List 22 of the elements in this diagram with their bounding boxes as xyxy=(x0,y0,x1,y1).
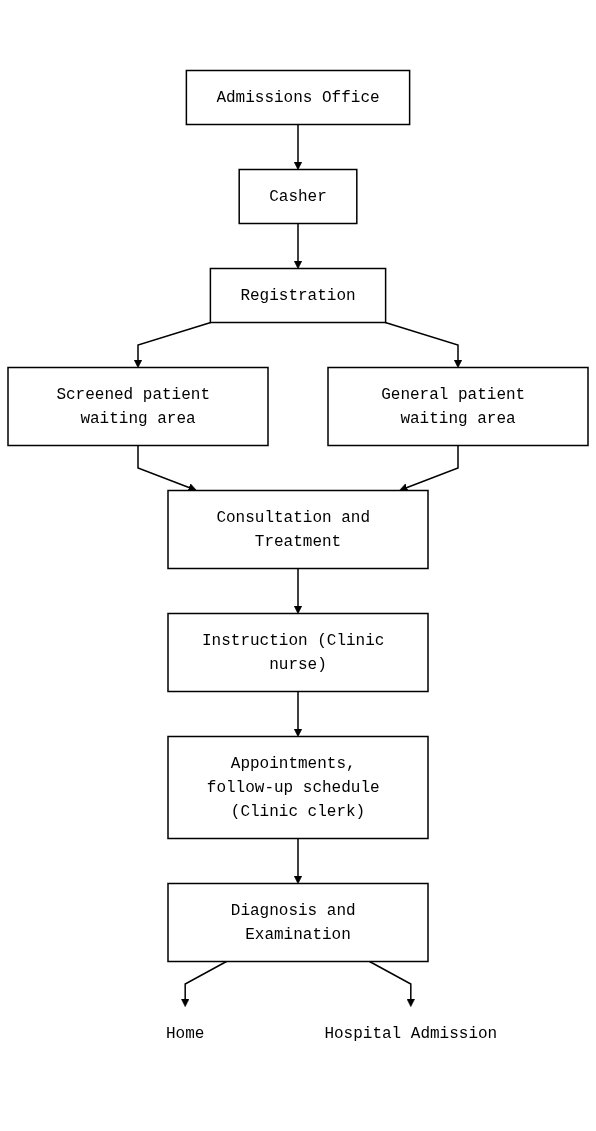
arrow xyxy=(180,960,228,1007)
arrow xyxy=(384,321,463,368)
node-box: Instruction (Clinic nurse) xyxy=(167,612,429,693)
arrow xyxy=(133,321,212,368)
node-box: General patient waiting area xyxy=(327,366,589,447)
arrow xyxy=(293,837,303,884)
node-box: Casher xyxy=(238,168,358,225)
node-box: Appointments, follow-up schedule (Clinic clerk) xyxy=(167,735,429,840)
node-box: Diagnosis and Examination xyxy=(167,882,429,963)
arrow xyxy=(368,960,416,1007)
arrow xyxy=(293,690,303,737)
arrow xyxy=(137,444,197,492)
node-text: Hospital Admission xyxy=(324,1024,498,1043)
arrow xyxy=(399,444,459,492)
arrow xyxy=(293,567,303,614)
node-box: Consultation and Treatment xyxy=(167,489,429,570)
arrow xyxy=(293,222,303,269)
node-box: Admissions Office xyxy=(185,69,411,126)
node-box: Registration xyxy=(209,267,387,324)
node-text: Home xyxy=(165,1024,205,1043)
arrow xyxy=(293,123,303,170)
node-box: Screened patient waiting area xyxy=(7,366,269,447)
